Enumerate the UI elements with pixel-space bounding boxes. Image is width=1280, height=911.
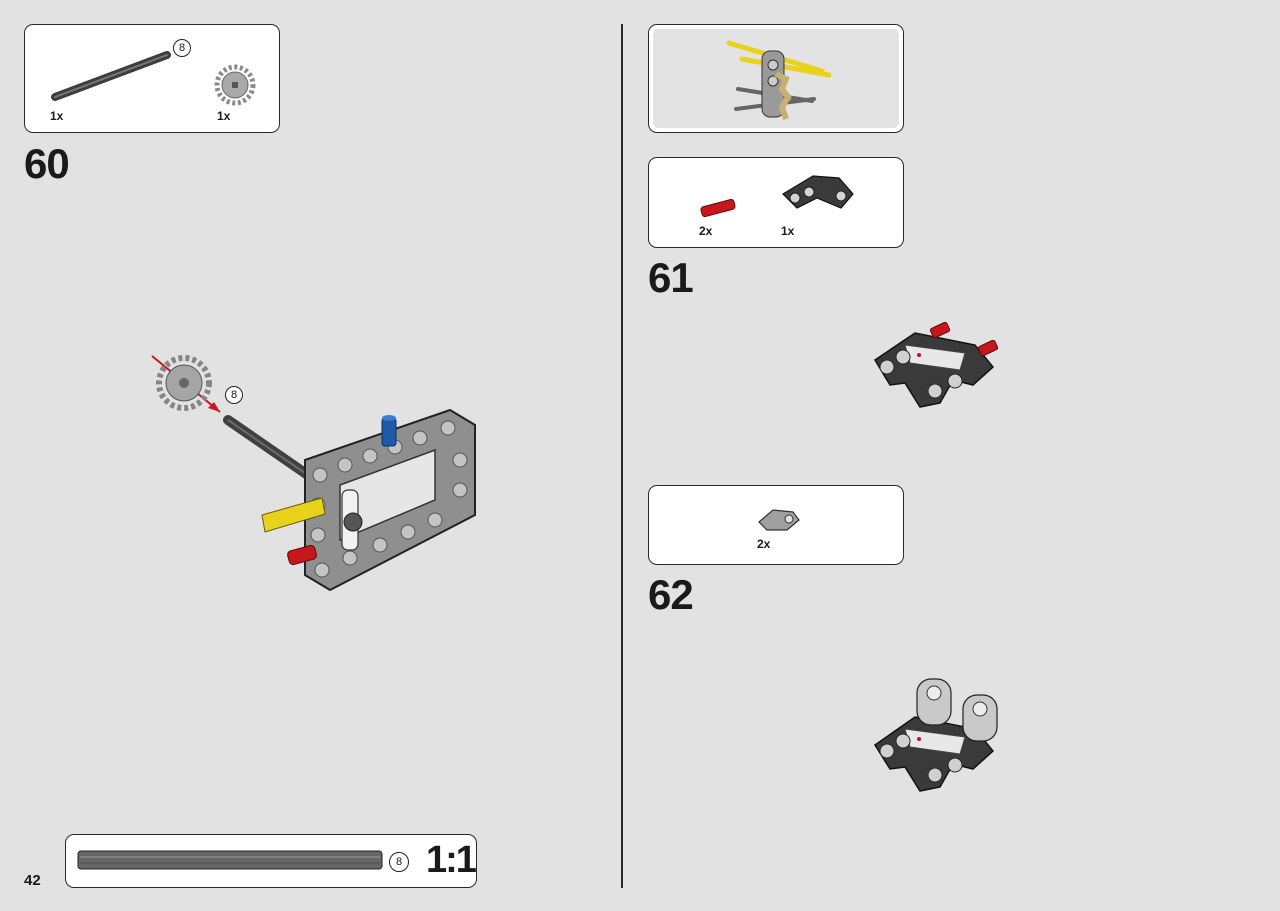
gear-icon	[156, 355, 212, 411]
subassembly-preview-box	[648, 24, 904, 133]
gear-icon	[214, 64, 256, 106]
step60-assembly-illustration	[151, 355, 476, 592]
angled-beam-icon	[782, 175, 854, 209]
step60-parts-box: 8 1x 1x	[24, 24, 280, 133]
axle-length-badge: 8	[173, 39, 191, 57]
page-number: 42	[24, 872, 41, 889]
gear-qty: 1x	[217, 109, 231, 123]
step62-assembly-illustration	[873, 678, 998, 792]
axle-ruler-icon	[77, 850, 383, 870]
step-62-number: 62	[648, 571, 694, 618]
step61-assembly-illustration	[873, 321, 999, 408]
step-61-number: 61	[648, 254, 694, 301]
grey-connector-icon	[758, 509, 800, 531]
red-pin-qty: 2x	[699, 224, 713, 238]
ruler-length-badge: 8	[389, 852, 409, 872]
axle-icon	[51, 51, 171, 101]
page-divider	[621, 24, 623, 888]
step-60-number: 60	[24, 140, 70, 187]
scale-label: 1:1	[426, 839, 477, 881]
red-pin-icon	[700, 198, 736, 218]
axle-qty: 1x	[50, 109, 64, 123]
angled-beam-qty: 1x	[781, 224, 795, 238]
step61-parts-box: 2x 1x	[648, 157, 904, 248]
scale-ruler-box: 8 1:1	[65, 834, 477, 888]
subassembly-preview-illustration	[726, 40, 832, 120]
step60-callout-length-badge: 8	[225, 386, 243, 404]
grey-connector-qty: 2x	[757, 537, 771, 551]
step62-parts-box: 2x	[648, 485, 904, 565]
